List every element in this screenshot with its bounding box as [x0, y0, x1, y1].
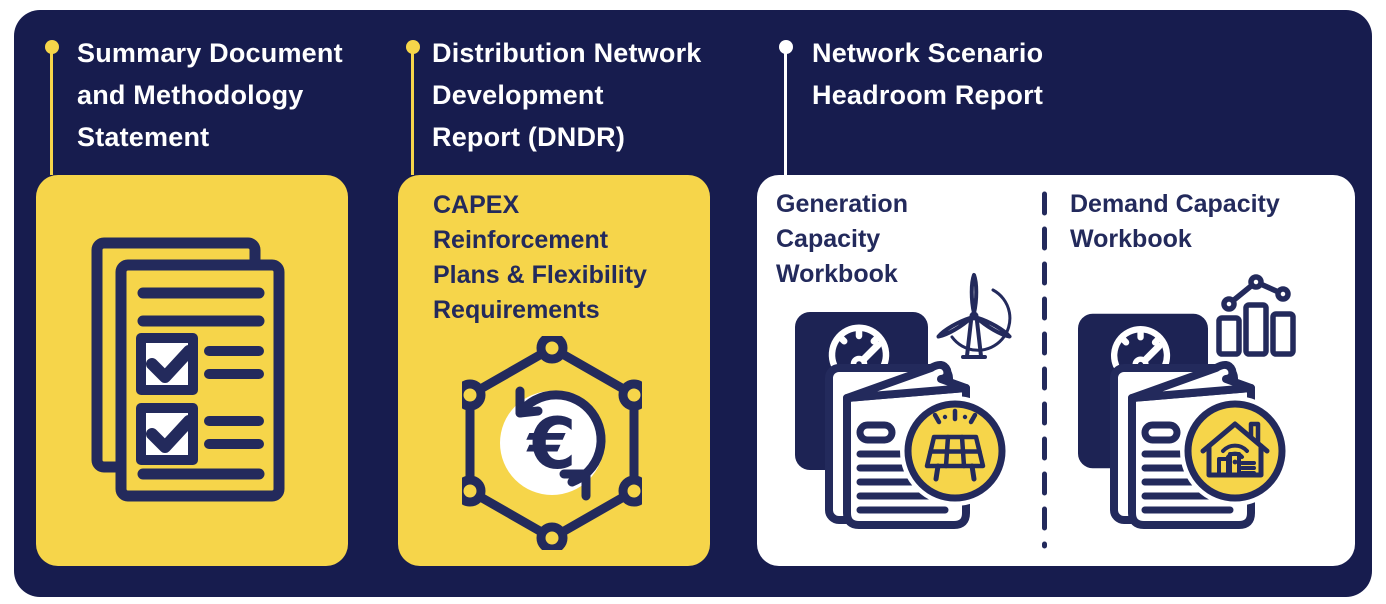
- label-line: Generation: [776, 190, 908, 218]
- label-line: Plans & Flexibility: [433, 261, 647, 289]
- generation-workbook-label: Generation Capacity Workbook: [776, 187, 908, 292]
- dndr-card: [398, 175, 710, 566]
- section1-connector-line: [50, 47, 53, 175]
- label-line: Capacity: [776, 225, 881, 253]
- bar-chart-trend-icon: [1216, 274, 1296, 357]
- section3-connector-line: [784, 47, 787, 175]
- label-line: Workbook: [1070, 225, 1192, 253]
- dashed-vertical-divider: [1042, 191, 1047, 549]
- label-line: CAPEX: [433, 191, 520, 219]
- title-line: Summary Document: [77, 38, 343, 68]
- label-line: Workbook: [776, 260, 898, 288]
- title-line: Distribution Network: [432, 38, 702, 68]
- euro-symbol: €: [526, 403, 577, 485]
- title-line: Development: [432, 80, 604, 110]
- section2-title: Distribution Network Development Report …: [432, 32, 702, 158]
- euro-cycle-hexagon-icon: €: [462, 336, 642, 550]
- section1-title: Summary Document and Methodology Stateme…: [77, 32, 343, 158]
- title-line: Statement: [77, 122, 210, 152]
- wind-turbine-icon: [936, 273, 1012, 359]
- label-line: Requirements: [433, 296, 600, 324]
- checklist-document-icon: [91, 237, 285, 502]
- title-line: and Methodology: [77, 80, 304, 110]
- title-line: Network Scenario: [812, 38, 1044, 68]
- section3-title: Network Scenario Headroom Report: [812, 32, 1043, 116]
- solar-panel-badge-icon: [900, 396, 1010, 506]
- smart-home-badge-icon: [1180, 396, 1290, 506]
- label-line: Demand Capacity: [1070, 190, 1280, 218]
- title-line: Headroom Report: [812, 80, 1044, 110]
- section2-connector-line: [411, 47, 414, 175]
- dndr-card-label: CAPEX Reinforcement Plans & Flexibility …: [433, 188, 647, 328]
- label-line: Reinforcement: [433, 226, 609, 254]
- title-line: Report (DNDR): [432, 122, 626, 152]
- demand-workbook-label: Demand Capacity Workbook: [1070, 187, 1280, 257]
